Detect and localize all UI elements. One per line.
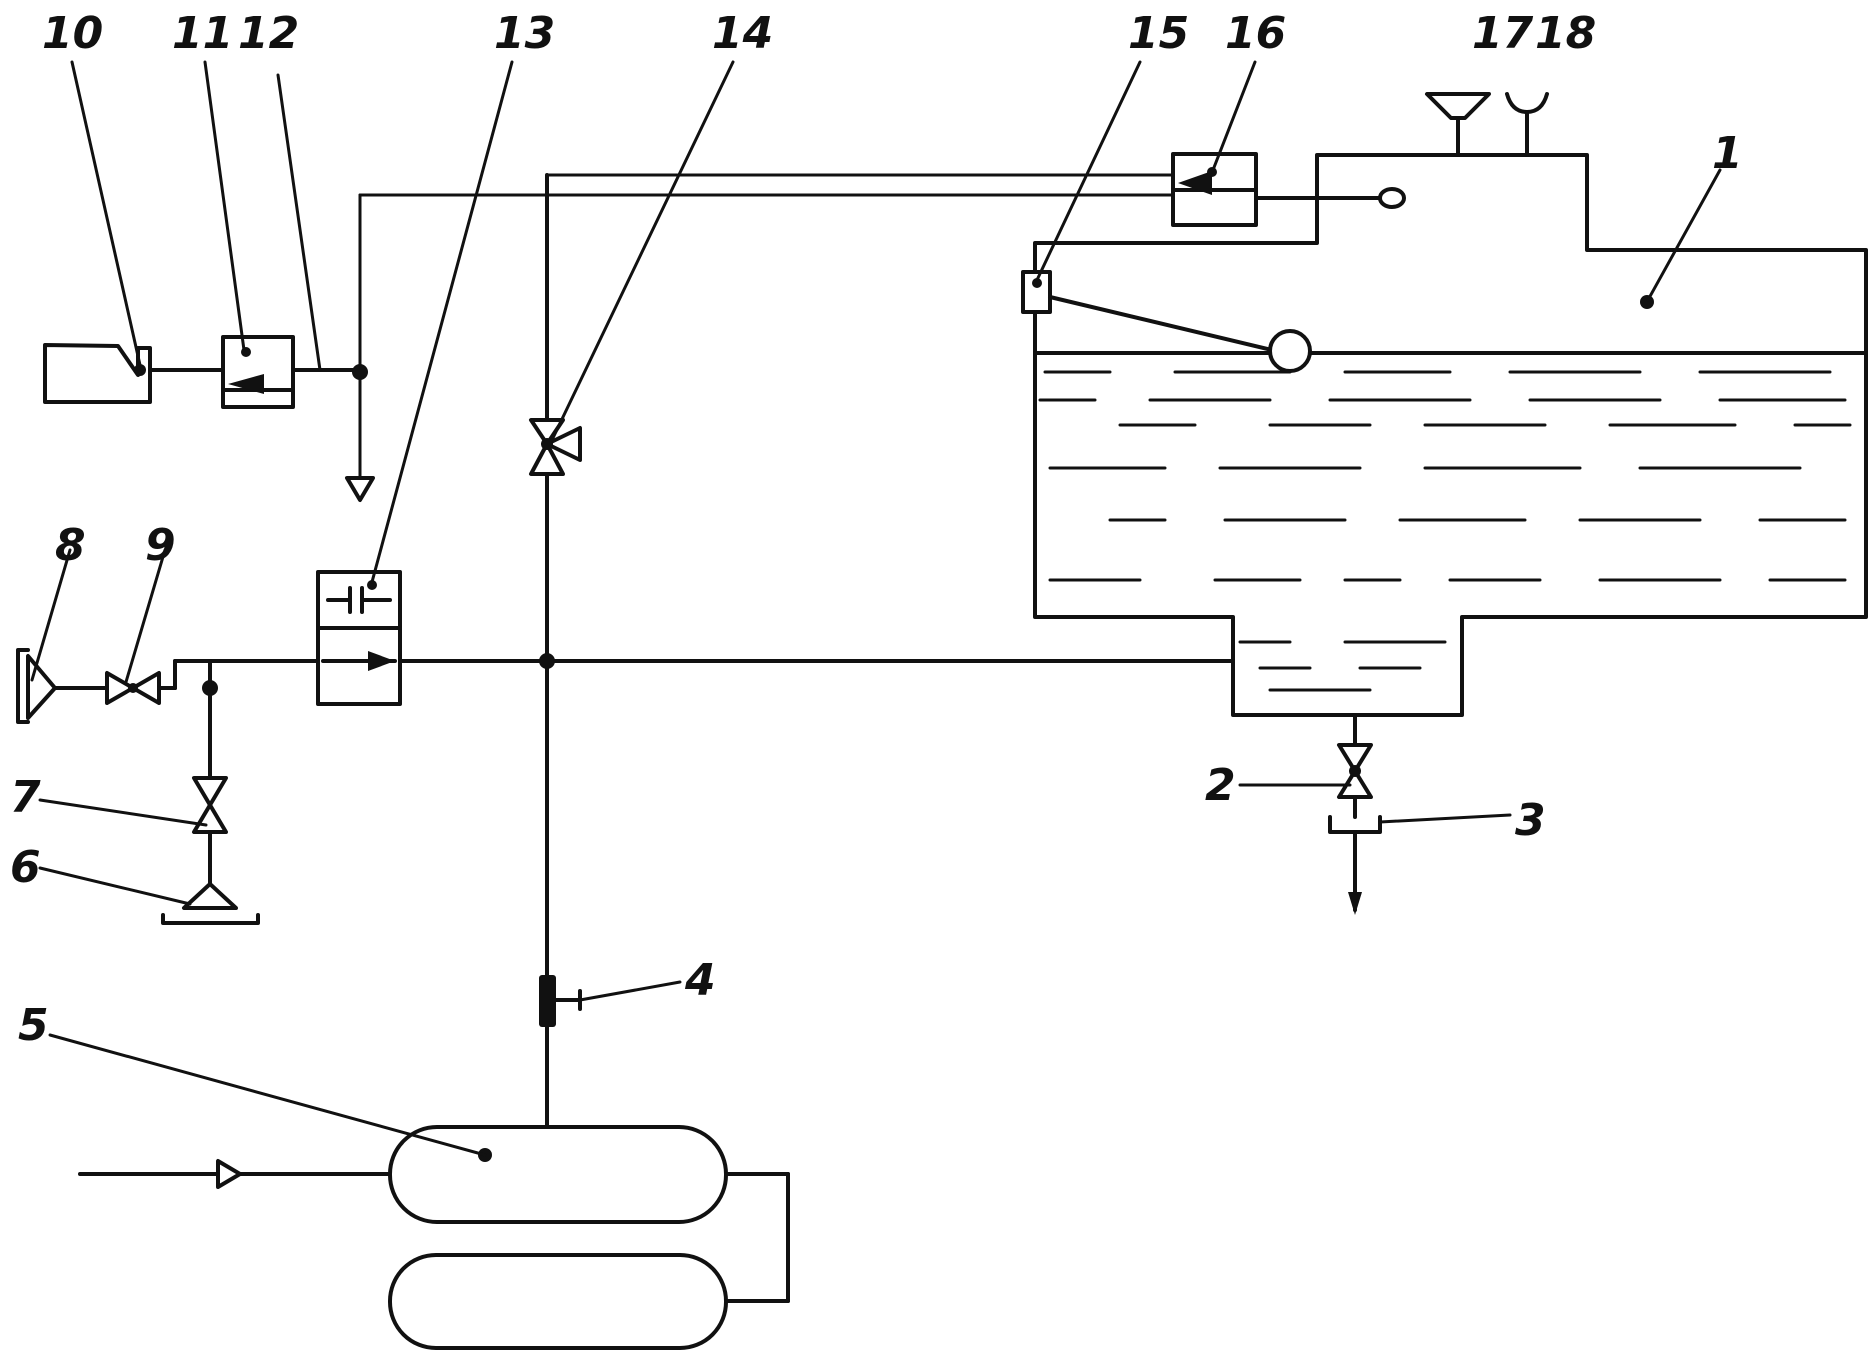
fitting-6 <box>161 866 260 925</box>
fitting-17 <box>1425 92 1491 157</box>
drain <box>1328 713 1382 915</box>
fitting-18 <box>1505 92 1549 157</box>
label-12: 12 <box>238 8 299 59</box>
block-13 <box>316 570 402 706</box>
label-14: 14 <box>712 8 773 59</box>
valve-16 <box>1171 152 1406 227</box>
label-10: 10 <box>42 8 103 59</box>
component-10 <box>43 343 152 404</box>
valve-9 <box>53 671 177 705</box>
gas-cylinders <box>78 1125 790 1350</box>
label-18: 18 <box>1535 8 1596 59</box>
label-8: 8 <box>55 520 86 571</box>
label-2: 2 <box>1205 760 1236 811</box>
label-5: 5 <box>18 1000 49 1051</box>
label-11: 11 <box>172 8 233 59</box>
label-4: 4 <box>684 955 716 1006</box>
label-16: 16 <box>1225 8 1286 59</box>
valve-11 <box>221 335 295 409</box>
label-6: 6 <box>10 842 41 893</box>
valve-14 <box>529 418 582 476</box>
sensor-4 <box>539 975 582 1027</box>
label-9: 9 <box>145 520 176 571</box>
labels: 10 11 12 13 14 15 16 17 18 1 8 9 7 6 5 4… <box>10 8 1743 1051</box>
label-7: 7 <box>10 772 41 823</box>
leaders <box>30 60 1722 1157</box>
label-3: 3 <box>1515 795 1546 846</box>
label-17: 17 <box>1472 8 1534 59</box>
tank <box>1033 153 1868 717</box>
label-1: 1 <box>1712 128 1743 179</box>
label-15: 15 <box>1128 8 1189 59</box>
level-sensor <box>1021 270 1312 373</box>
liquid <box>1038 370 1852 692</box>
label-13: 13 <box>494 8 555 59</box>
